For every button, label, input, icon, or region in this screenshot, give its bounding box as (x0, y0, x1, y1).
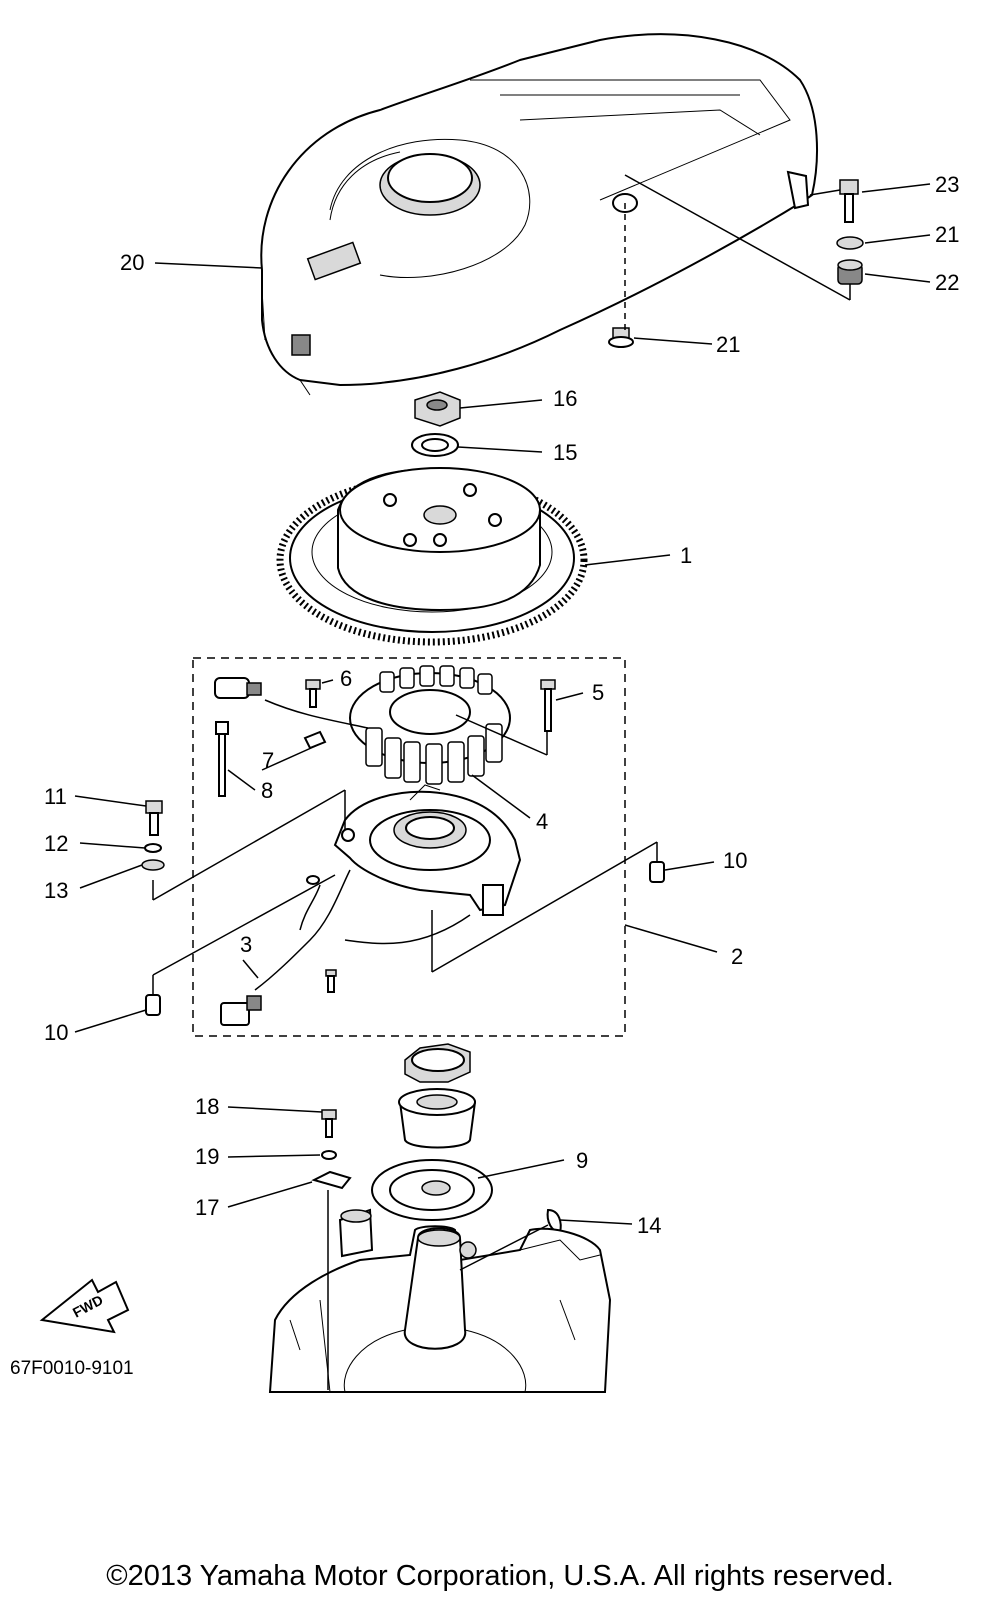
plate-17-part (311, 1170, 352, 1190)
dowel-pin-10-right-part (649, 861, 665, 883)
callout-16: 16 (553, 386, 577, 411)
washer-12-part (144, 843, 162, 853)
collar-21-lower-part (608, 327, 634, 348)
washer-13-part (141, 859, 165, 871)
stator-lead-wire (264, 699, 369, 729)
flywheel-cover-part (260, 33, 818, 396)
screw-18-part (321, 1109, 337, 1138)
diagram-code: 67F0010-9101 (10, 1358, 134, 1379)
harness-coupler-part (220, 995, 262, 1026)
callout-2: 2 (731, 944, 743, 969)
callout-23: 23 (935, 172, 959, 197)
harness-screw-part (325, 969, 337, 993)
starter-ring-part (404, 1043, 471, 1083)
callout-10-left: 10 (44, 1020, 68, 1045)
stator-assembly-box (192, 657, 626, 1037)
callout-22: 22 (935, 270, 959, 295)
flywheel-part (276, 467, 588, 646)
stator-connector-part (214, 677, 262, 699)
callout-3: 3 (240, 932, 252, 957)
screw-5-part (540, 679, 556, 732)
callout-labels: 1 2 3 4 5 6 7 8 9 10 10 11 12 13 14 15 1… (44, 172, 959, 1238)
screw-6-part (305, 679, 321, 708)
bolt-11-part (145, 800, 163, 836)
stator-coil-part (349, 665, 511, 785)
callout-6: 6 (340, 666, 352, 691)
crankcase-part (268, 1208, 612, 1393)
callout-20: 20 (120, 250, 144, 275)
pulser-rotor-9-part (371, 1159, 493, 1221)
grommet-22-part (837, 259, 863, 285)
washer-15-part (411, 433, 459, 457)
nut-16-part (414, 391, 461, 427)
cable-tie-8-part (215, 721, 229, 797)
callout-8: 8 (261, 778, 273, 803)
callout-21-lower: 21 (716, 332, 740, 357)
callout-4: 4 (536, 809, 548, 834)
callout-1: 1 (680, 543, 692, 568)
fwd-arrow-icon: FWD (39, 1278, 130, 1334)
copyright-notice: ©2013 Yamaha Motor Corporation, U.S.A. A… (106, 1560, 894, 1592)
wire-harness (254, 869, 471, 991)
callout-17: 17 (195, 1195, 219, 1220)
washer-19-part (321, 1150, 337, 1160)
callout-10-right: 10 (723, 848, 747, 873)
collar-21-upper-part (836, 236, 864, 250)
callout-19: 19 (195, 1144, 219, 1169)
callout-21-upper: 21 (935, 222, 959, 247)
callout-18: 18 (195, 1094, 219, 1119)
ring-terminal-part (306, 875, 320, 885)
pulser-coil-base-part (333, 784, 522, 916)
leader-lines (74, 174, 931, 1390)
sleeve-gear-part (398, 1088, 477, 1149)
callout-15: 15 (553, 440, 577, 465)
callout-13: 13 (44, 878, 68, 903)
dowel-pin-10-left-part (145, 994, 161, 1016)
callout-14: 14 (637, 1213, 661, 1238)
callout-11: 11 (44, 784, 67, 809)
callout-5: 5 (592, 680, 604, 705)
callout-12: 12 (44, 831, 68, 856)
bolt-23-part (839, 179, 859, 223)
callout-9: 9 (576, 1148, 588, 1173)
callout-7: 7 (262, 748, 274, 773)
